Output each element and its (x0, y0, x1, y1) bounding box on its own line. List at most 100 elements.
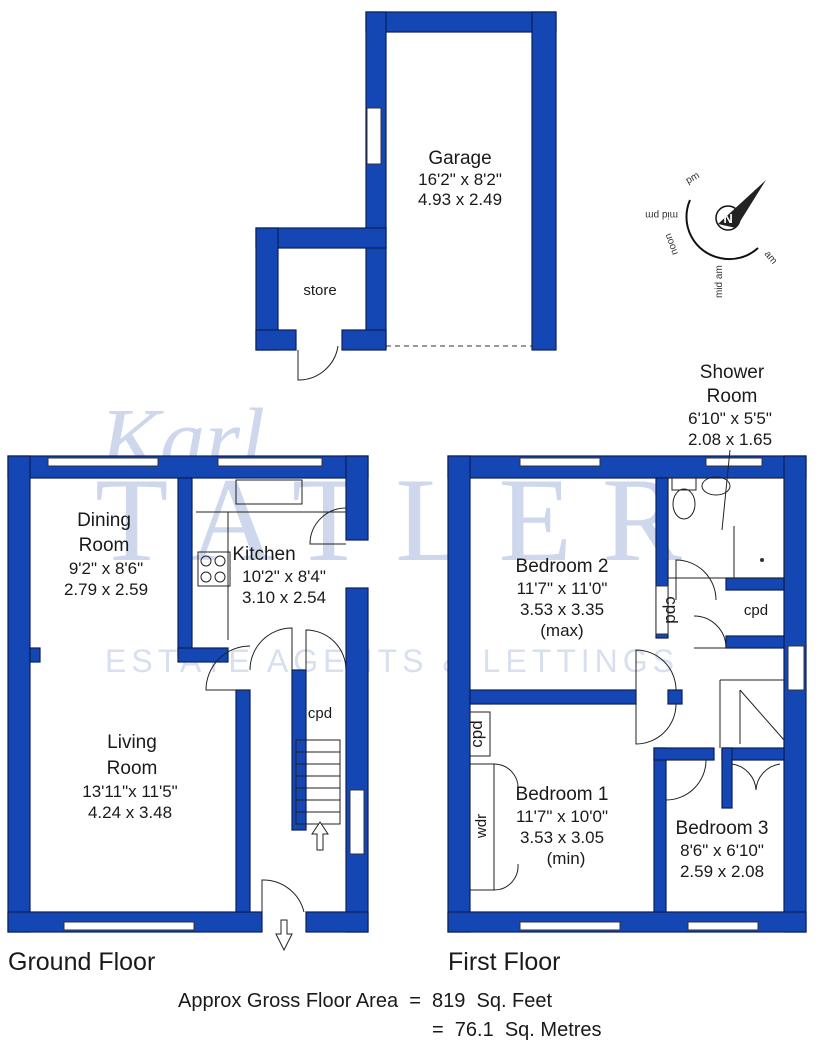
bedroom1-imperial: 11'7" x 10'0" (516, 807, 608, 826)
compass-north: N (723, 211, 732, 226)
store-wall-bottom-left (255, 329, 297, 351)
bedroom3-metric: 2.59 x 2.08 (680, 862, 764, 881)
bedroom1-note: (min) (547, 849, 586, 868)
shower-label-1: Shower (700, 362, 765, 383)
ff-wall-stub (667, 689, 683, 705)
compass-noon: noon (663, 232, 681, 257)
bedroom2-metric: 3.53 x 3.35 (520, 600, 604, 619)
bedroom3-label: Bedroom 3 (676, 818, 769, 839)
compass-arc-left (685, 199, 721, 259)
ff-door-bed3 (665, 759, 707, 801)
kitchen-imperial: 10'2" x 8'4" (242, 567, 326, 586)
ff-cpd-bed1 (469, 711, 491, 757)
ff-wall-bed3-cpd-side (721, 747, 733, 809)
ff-cpd-landing-label: cpd (744, 602, 768, 619)
ff-stairs (719, 679, 785, 748)
shower-label-2: Room (707, 386, 758, 407)
first-floor: Bedroom 2 11'7" x 11'0" 3.53 x 3.35 (max… (447, 362, 807, 933)
gf-door-back (309, 507, 347, 545)
first-floor-title: First Floor (448, 948, 561, 976)
bedroom2-note: (max) (540, 621, 583, 640)
living-imperial: 13'11"x 11'5" (82, 782, 177, 801)
ff-door-cpd (693, 615, 727, 649)
ff-wall-bed1-bed3 (653, 747, 667, 913)
shower-room-outline (667, 477, 785, 579)
dining-label-1: Dining (77, 510, 131, 531)
ff-wall-right (783, 455, 807, 933)
shower-head-icon (760, 558, 764, 562)
area-line-1: Approx Gross Floor Area = 819 Sq. Feet (178, 990, 553, 1012)
gf-wall-stub (177, 647, 229, 663)
gf-window-living (63, 921, 195, 931)
bedroom2-label: Bedroom 2 (516, 556, 609, 577)
gf-wall-right-upper (345, 455, 369, 541)
garage-wall-right (531, 11, 557, 351)
gf-wall-right-lower (345, 587, 369, 933)
basin-icon (701, 476, 731, 496)
compass-mid-am: mid am (714, 265, 725, 298)
store-door-swing (297, 345, 339, 381)
gf-wall-hall-left (235, 689, 251, 913)
garage-wall-left (365, 11, 387, 349)
gf-wall-bottom-right (305, 911, 369, 933)
gf-window-dining (47, 457, 159, 467)
shower-imperial: 6'10" x 5'5" (688, 409, 772, 428)
ff-cpd-bed1-label: cpd (467, 720, 486, 747)
gf-wall-left (7, 455, 31, 933)
dining-imperial: 9'2" x 8'6" (69, 559, 143, 578)
store-label: store (303, 282, 336, 299)
dining-metric: 2.79 x 2.59 (64, 580, 148, 599)
ff-wardrobe-label: wdr (473, 814, 490, 839)
ff-wall-bed3-top (653, 747, 715, 761)
ff-wall-bed2-bed1 (469, 689, 637, 705)
ff-cpd-bed3-doors (731, 763, 781, 791)
gf-stairs-arrow-icon (311, 821, 329, 851)
ff-window-bed2 (519, 457, 601, 467)
ff-door-bed2 (635, 649, 677, 691)
gf-door-cpd (305, 629, 347, 671)
ff-cpd-bed2 (655, 585, 669, 635)
gf-window-kitchen (217, 457, 323, 467)
kitchen-label: Kitchen (232, 544, 295, 565)
gf-wall-cpd (291, 669, 307, 831)
dining-label-2: Room (79, 535, 130, 556)
gf-entrance-arrow-icon (275, 919, 293, 952)
garage-metric: 4.93 x 2.49 (418, 190, 502, 209)
living-metric: 4.24 x 3.48 (88, 803, 172, 822)
living-label-2: Room (107, 758, 158, 779)
shower-pointer-line (721, 449, 731, 531)
gf-door-kitchen (249, 627, 293, 671)
ff-door-bed1 (635, 703, 677, 745)
ground-floor: Dining Room 9'2" x 8'6" 2.79 x 2.59 Kitc… (7, 455, 369, 952)
kitchen-sink-icon (235, 479, 303, 505)
shower-metric: 2.08 x 1.65 (688, 430, 772, 449)
living-label-1: Living (107, 732, 157, 753)
kitchen-metric: 3.10 x 2.54 (242, 588, 326, 607)
garage-window (366, 107, 382, 165)
gf-stairs (295, 739, 341, 825)
garage-block: Garage 16'2" x 8'2" 4.93 x 2.49 store (255, 11, 557, 381)
garage-wall-top (365, 11, 557, 33)
ff-wall-cpd-bottom (725, 635, 785, 649)
ff-wall-cpd-top (725, 577, 785, 591)
compass-arc-bottom (719, 247, 759, 261)
compass-needle-icon (718, 180, 766, 228)
compass-pm: pm (684, 170, 702, 186)
ff-door-shower (675, 559, 717, 601)
garage-imperial: 16'2" x 8'2" (418, 170, 502, 189)
ff-wall-left (447, 455, 471, 933)
bedroom1-label: Bedroom 1 (516, 784, 609, 805)
ff-wardrobe (469, 763, 495, 891)
compass-am: am (762, 249, 779, 267)
compass-mid-pm: mid pm (645, 209, 678, 220)
gf-window-hall (349, 789, 365, 855)
kitchen-hob-icon (197, 551, 231, 587)
gf-door-front (261, 879, 305, 913)
compass: N pm mid pm noon mid am am (645, 170, 779, 298)
ff-window-shower (705, 457, 763, 467)
store-wall-bottom-right (341, 329, 387, 351)
bedroom2-imperial: 11'7" x 11'0" (517, 579, 608, 598)
area-line-2: = 76.1 Sq. Metres (432, 1019, 602, 1041)
ff-wardrobe-doors (493, 763, 519, 891)
